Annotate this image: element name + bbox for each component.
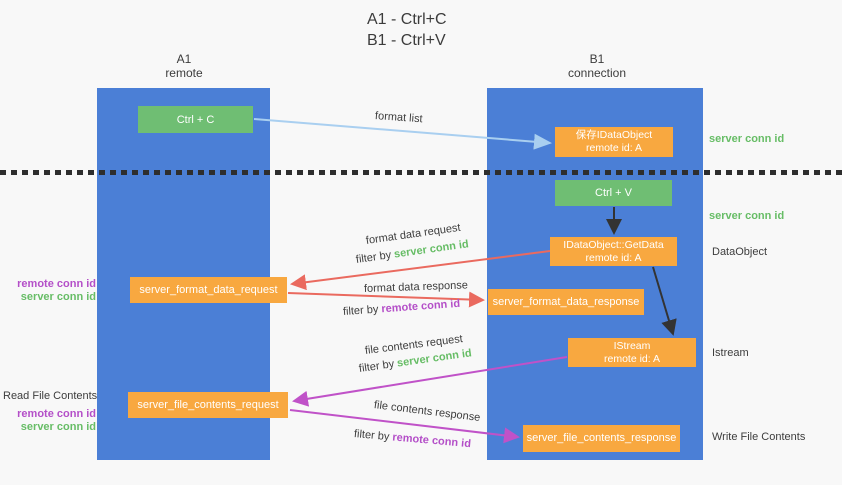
server-conn-id-label: server conn id xyxy=(20,421,96,433)
title-line-1: A1 - Ctrl+C xyxy=(367,11,447,28)
left-conn-id-pair-1: remote conn id server conn id xyxy=(6,278,96,304)
filter-by-prefix: filter by xyxy=(355,248,395,266)
server-conn-id-right-2: server conn id xyxy=(709,210,785,222)
server-conn-id-right-1: server conn id xyxy=(709,133,785,145)
server-file-contents-response-label: server_file_contents_response xyxy=(526,432,677,444)
server-file-contents-request-node: server_file_contents_request xyxy=(128,392,288,418)
getdata-node: IDataObject::GetData remote id: A xyxy=(550,237,677,266)
istream-line2: remote id: A xyxy=(603,352,661,365)
title-line-2: B1 - Ctrl+V xyxy=(367,32,446,49)
save-idataobject-line2: remote id: A xyxy=(585,142,643,154)
server-file-contents-response-node: server_file_contents_response xyxy=(523,425,680,452)
istream-node: IStream remote id: A xyxy=(568,338,696,367)
save-idataobject-node: 保存IDataObject remote id: A xyxy=(555,127,673,157)
column-header-b1: B1 connection xyxy=(537,52,657,80)
getdata-line1: IDataObject::GetData xyxy=(563,238,664,251)
column-b1-role: connection xyxy=(567,66,627,80)
column-a1-name: A1 xyxy=(176,52,192,66)
column-b1-name: B1 xyxy=(589,52,605,66)
ctrl-c-node: Ctrl + C xyxy=(138,106,253,133)
column-a1-role: remote xyxy=(165,66,203,80)
ctrl-c-label: Ctrl + C xyxy=(176,113,215,126)
remote-conn-id-label: remote conn id xyxy=(17,408,96,420)
format-data-response-label: format data response xyxy=(363,279,469,295)
server-file-contents-request-label: server_file_contents_request xyxy=(137,398,279,411)
filter-by-remote-1-label: filter by remote conn id xyxy=(343,298,461,318)
ctrl-v-label: Ctrl + V xyxy=(595,187,632,199)
save-idataobject-line1: 保存IDataObject xyxy=(575,129,653,141)
format-list-label: format list xyxy=(374,110,423,126)
filter-by-prefix: filter by xyxy=(353,428,393,444)
filter-key-remote: remote conn id xyxy=(381,297,461,316)
filter-key-remote: remote conn id xyxy=(391,431,472,451)
filter-by-prefix: filter by xyxy=(342,303,382,318)
server-format-data-response-node: server_format_data_response xyxy=(488,289,644,315)
write-file-contents-label: Write File Contents xyxy=(712,431,806,443)
istream-label: Istream xyxy=(712,347,749,359)
server-format-data-request-label: server_format_data_request xyxy=(139,283,278,296)
left-conn-id-pair-2: remote conn id server conn id xyxy=(6,408,96,434)
filter-by-remote-2-label: filter by remote conn id xyxy=(353,428,471,450)
server-conn-id-label: server conn id xyxy=(20,291,96,303)
dotted-divider xyxy=(0,170,842,175)
getdata-line2: remote id: A xyxy=(585,251,642,264)
remote-conn-id-label: remote conn id xyxy=(17,278,96,290)
file-contents-response-label: file contents response xyxy=(373,399,481,424)
filter-by-prefix: filter by xyxy=(358,357,398,375)
ctrl-v-node: Ctrl + V xyxy=(555,180,672,206)
server-format-data-request-node: server_format_data_request xyxy=(130,277,287,303)
column-header-a1: A1 remote xyxy=(124,52,244,80)
server-format-data-response-label: server_format_data_response xyxy=(492,295,640,308)
dataobject-label: DataObject xyxy=(712,246,768,258)
istream-line1: IStream xyxy=(613,339,651,352)
diagram-title: A1 - Ctrl+C B1 - Ctrl+V xyxy=(367,9,447,51)
read-file-contents-label: Read File Contents xyxy=(3,390,98,402)
